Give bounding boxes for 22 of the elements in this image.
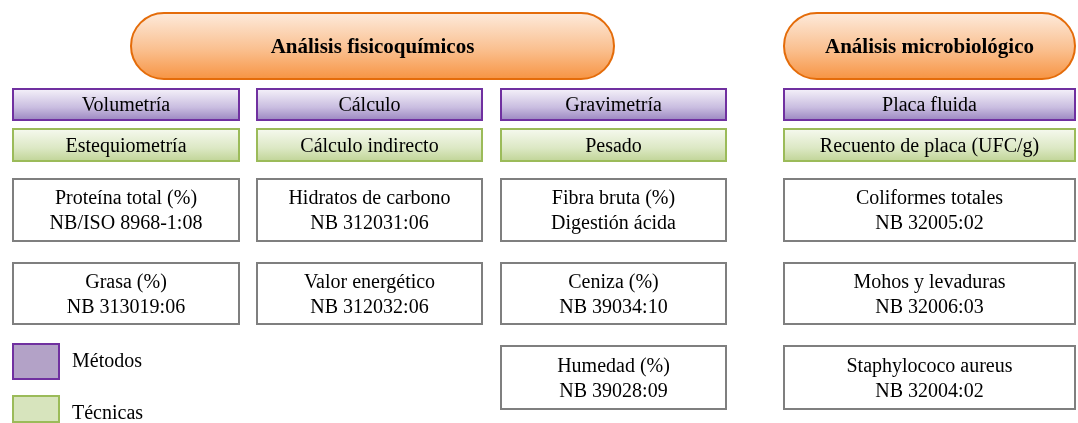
method-box: Gravimetría xyxy=(500,88,727,121)
technique-box: Recuento de placa (UFC/g) xyxy=(783,128,1076,162)
method-box: Cálculo xyxy=(256,88,483,121)
analysis-box: Staphylococo aureus NB 32004:02 xyxy=(783,345,1076,410)
legend-label: Técnicas xyxy=(72,401,144,423)
analysis-box: Fibra bruta (%) Digestión ácida xyxy=(500,178,727,242)
analysis-box: Grasa (%) NB 313019:06 xyxy=(12,262,240,325)
technique-box: Estequiometría xyxy=(12,128,240,162)
analysis-box: Coliformes totales NB 32005:02 xyxy=(783,178,1076,242)
method-box: Placa fluida xyxy=(783,88,1076,121)
analysis-box: Hidratos de carbono NB 312031:06 xyxy=(256,178,483,242)
analysis-box: Mohos y levaduras NB 32006:03 xyxy=(783,262,1076,325)
category-pill: Análisis fisicoquímicos xyxy=(130,12,615,80)
analysis-box: Valor energético NB 312032:06 xyxy=(256,262,483,325)
technique-box: Pesado xyxy=(500,128,727,162)
technique-box: Cálculo indirecto xyxy=(256,128,483,162)
analysis-box: Proteína total (%) NB/ISO 8968-1:08 xyxy=(12,178,240,242)
analysis-box: Ceniza (%) NB 39034:10 xyxy=(500,262,727,325)
method-box: Volumetría xyxy=(12,88,240,121)
legend-label: Métodos xyxy=(72,349,142,372)
category-pill: Análisis microbiológico xyxy=(783,12,1076,80)
analysis-box: Humedad (%) NB 39028:09 xyxy=(500,345,727,410)
